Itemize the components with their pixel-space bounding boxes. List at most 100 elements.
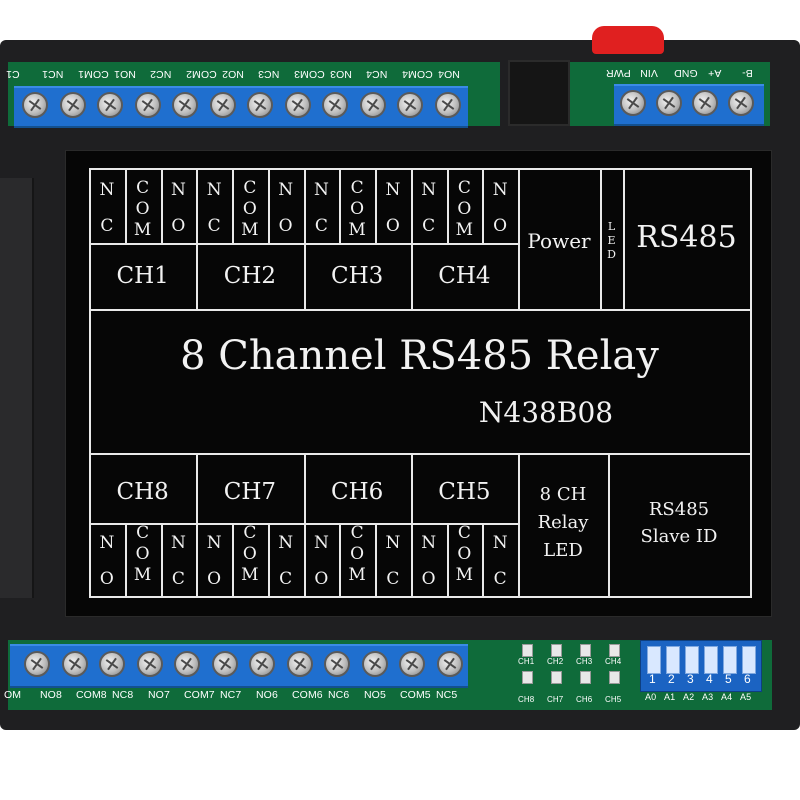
grid-line [623,168,625,309]
pin-letter: N [421,533,437,553]
terminal-screw [397,92,423,118]
pin-letter: M [241,565,259,585]
terminal-screw [324,651,350,677]
pin-letter: C [279,569,293,589]
power-label: GND [674,67,698,79]
grid-line [482,168,485,243]
power-label: A+ [708,67,722,79]
dip-label: A0 [645,692,657,702]
led-section-letter: D [607,248,616,261]
led-label: CH5 [605,695,622,704]
slave-id-label: RS485 [648,499,710,520]
pin-letter: C [243,523,257,543]
terminal-screw [99,651,125,677]
grid-line [375,168,377,243]
terminal-label: NC1 [42,68,64,80]
terminal-label: C1 [6,68,20,80]
pin-letter: O [314,569,329,589]
dip-label: A5 [740,692,752,702]
grid-line [518,453,520,596]
terminal-screw [728,90,754,116]
pin-letter: C [457,178,471,198]
grid-line [89,596,750,598]
relay-led-label: Relay [537,512,589,533]
grid-line [89,453,750,455]
terminal-screw [172,92,198,118]
pin-letter: C [136,178,150,198]
terminal-label: NO1 [114,68,136,80]
pin-letter: N [492,533,508,553]
pin-letter: N [278,533,294,553]
terminal-label: COM3 [294,68,325,80]
terminal-screw [136,651,163,677]
pin-letter: N [99,533,115,553]
terminal-screw [284,92,311,118]
pin-letter: C [243,178,257,198]
channel-label: CH6 [330,479,384,505]
grid-line [160,523,163,596]
dip-number: 1 [649,672,656,686]
grid-line [375,523,377,596]
terminal-screw [209,92,236,118]
terminal-screw [247,92,273,118]
pin-letter: N [170,180,186,200]
pin-letter: M [348,565,366,585]
status-led [580,671,591,684]
relay-led-label: 8 CH [539,484,587,505]
terminal-label: NC7 [220,689,242,701]
pin-letter: O [350,199,365,219]
led-label: CH1 [518,657,535,666]
terminal-label: NC6 [328,689,350,701]
pin-letter: C [207,216,221,236]
terminal-screw [211,651,238,677]
terminal-label: NO3 [330,68,352,80]
led-label: CH7 [547,695,564,704]
terminal-label: OM [4,689,22,701]
terminal-screw [174,651,200,677]
power-label: VIN [640,67,658,79]
channel-label: CH7 [223,479,277,505]
dip-number: 2 [668,672,675,686]
channel-label: CH1 [116,263,169,289]
grid-line [339,523,342,596]
terminal-label: NO2 [222,68,244,80]
dip-switch-toggle [742,646,756,674]
terminal-label: COM2 [186,68,217,80]
channel-label: CH4 [438,263,491,289]
pin-letter: O [457,199,472,219]
status-led [551,671,562,684]
dip-number: 4 [706,672,713,686]
pin-letter: N [278,180,294,200]
terminal-label: COM8 [76,689,107,701]
terminal-label: COM1 [78,68,109,80]
dip-switch-toggle [723,646,737,674]
terminal-screw [434,92,461,118]
terminal-label: NC3 [258,68,280,80]
terminal-screw [399,651,425,677]
terminal-screw [286,651,313,677]
pin-letter: C [493,569,507,589]
terminal-label: NO7 [148,689,170,701]
pin-letter: O [242,544,257,564]
dip-label: A3 [702,692,714,702]
grid-line [446,523,449,596]
pin-letter: M [348,220,366,240]
power-label: Power [527,229,591,253]
pin-letter: O [350,544,365,564]
pin-letter: C [350,178,364,198]
channel-label: CH5 [438,479,491,505]
grid-line [89,168,750,170]
pin-letter: N [99,180,115,200]
terminal-screw [24,651,50,677]
dip-label: A4 [721,692,733,702]
grid-line [89,453,91,596]
grid-line [124,168,127,243]
grid-line [267,168,270,243]
dip-switch-toggle [666,646,680,674]
terminal-label: COM6 [292,689,323,701]
pin-letter: C [350,523,364,543]
pin-letter: O [99,569,114,589]
grid-line [160,168,163,243]
pin-letter: C [314,216,328,236]
